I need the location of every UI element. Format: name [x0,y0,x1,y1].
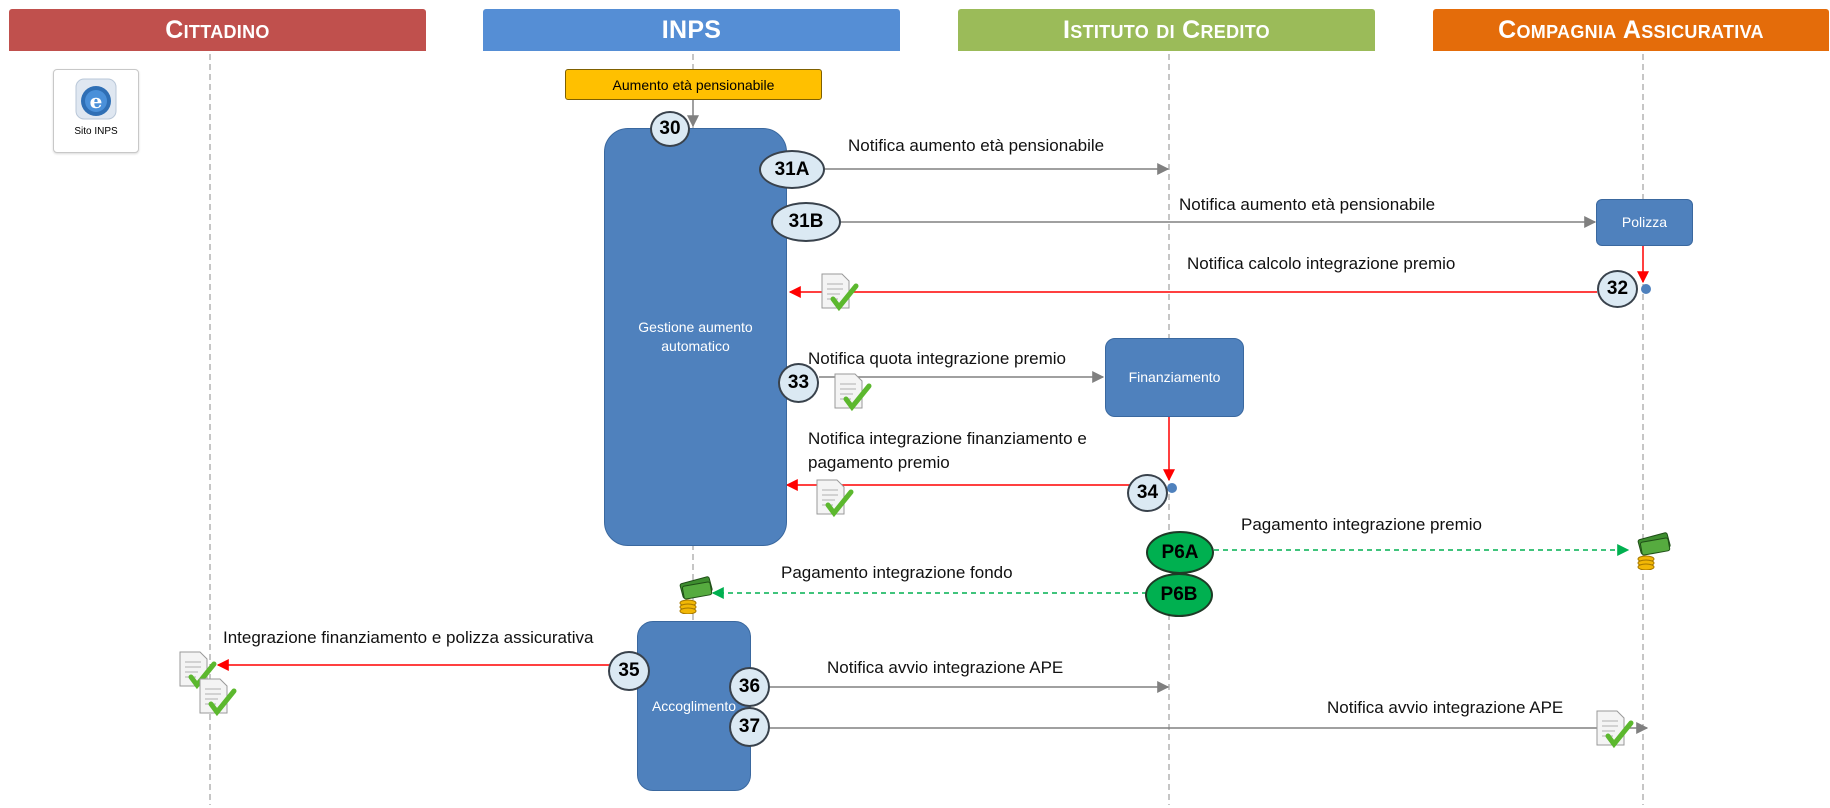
box-label: Gestione aumento automatico [638,319,753,354]
lane-header-cittadino: Cittadino [9,9,426,51]
event-label: Aumento età pensionabile [612,76,775,93]
step-badge-30: 30 [650,111,690,147]
document-check-icon [199,678,237,717]
event-aumento-eta: Aumento età pensionabile [565,69,822,100]
box-label: Polizza [1621,214,1668,230]
step-badge-37: 37 [729,707,770,747]
step-number: 34 [1136,482,1159,503]
step-number: 37 [738,716,761,737]
message-label-34-line1: Notifica integrazione finanziamento e [808,429,1087,448]
step-number: 31A [774,158,810,180]
box-gestione-aumento[interactable]: Gestione aumento automatico [604,128,787,546]
lane-title: Cittadino [165,15,270,44]
message-label-p6a: Pagamento integrazione premio [1241,515,1482,534]
message-label-36: Notifica avvio integrazione APE [827,658,1064,677]
step-badge-31a: 31A [759,150,825,189]
step-number: P6A [1161,541,1199,563]
step-badge-34: 34 [1127,474,1168,512]
lane-header-inps: INPS [483,9,900,51]
message-label-31a: Notifica aumento età pensionabile [848,136,1105,155]
step-number: 35 [618,660,640,681]
sito-inps-shortcut[interactable]: e Sito INPS [53,69,139,153]
box-label: Finanziamento [1128,369,1221,385]
lane-title: INPS [661,15,722,44]
document-check-icon [834,373,872,412]
message-label-32: Notifica calcolo integrazione premio [1187,254,1456,273]
ie-browser-icon: e [75,78,117,120]
anchor-dot-34 [1167,483,1177,493]
money-coins-icon [1637,532,1671,570]
box-finanziamento[interactable]: Finanziamento [1105,338,1244,417]
step-number: 36 [738,676,761,697]
message-label-31b: Notifica aumento età pensionabile [1179,195,1436,214]
message-label-35: Integrazione finanziamento e polizza ass… [223,628,594,647]
document-check-icon [821,273,859,312]
lane-header-istituto: Istituto di Credito [958,9,1375,51]
box-polizza[interactable]: Polizza [1596,199,1693,246]
message-label-34-line2: pagamento premio [808,453,950,472]
step-badge-p6b: P6B [1145,573,1213,617]
step-badge-35: 35 [608,651,650,691]
step-number: 31B [788,211,824,232]
anchor-dot-32 [1641,284,1651,294]
money-coins-icon [679,576,713,614]
step-number: P6B [1160,584,1198,605]
lane-header-compagnia: Compagnia Assicurativa [1433,9,1829,51]
step-badge-33: 33 [778,363,819,403]
lane-title: Istituto di Credito [1063,15,1270,44]
document-check-icon [1596,710,1634,749]
step-number: 30 [659,118,681,139]
message-label-37: Notifica avvio integrazione APE [1327,698,1564,717]
step-badge-p6a: P6A [1146,531,1214,574]
step-badge-31b: 31B [771,202,841,242]
step-badge-36: 36 [729,667,770,707]
box-accoglimento[interactable]: Accoglimento [637,621,751,791]
site-label: Sito INPS [74,126,118,137]
box-label: Accoglimento [651,697,737,714]
svg-text:e: e [90,89,103,113]
document-check-icon [816,479,854,518]
step-number: 32 [1606,278,1629,299]
step-badge-32: 32 [1597,270,1638,308]
document-check-icon [179,651,217,690]
lane-title: Compagnia Assicurativa [1498,15,1764,44]
message-label-p6b: Pagamento integrazione fondo [781,563,1013,582]
message-label-33: Notifica quota integrazione premio [808,349,1066,368]
step-number: 33 [787,372,810,393]
